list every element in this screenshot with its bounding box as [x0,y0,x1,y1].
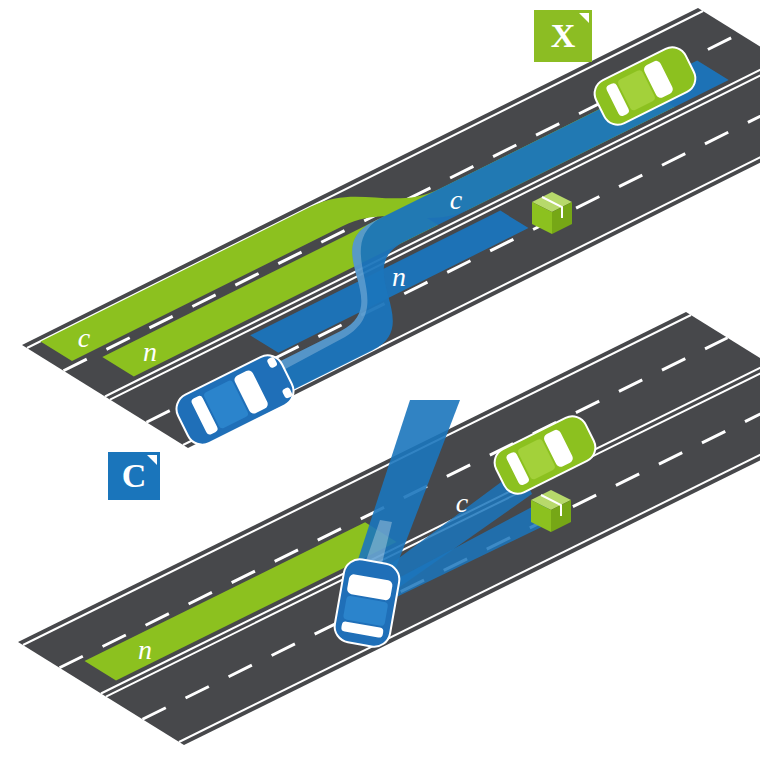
road [18,312,760,745]
blue-car [171,350,299,450]
badge-letter: C [122,459,147,493]
badge-corner [147,455,157,465]
blue-car [332,557,402,649]
lane-letter: n [143,338,157,366]
panel-badge: C [108,452,160,500]
lane-letter: n [392,263,406,291]
lane-letter: c [78,324,90,352]
package-box [532,192,572,234]
lane-markings [23,315,760,742]
lane-letter: c [456,489,468,517]
green-car [490,411,601,499]
panel-badge: X [534,10,592,62]
lane-letter: n [138,636,152,664]
badge-letter: X [551,19,576,53]
badge-corner [579,13,589,23]
lane-letter: c [450,186,462,214]
green-n-band [85,522,397,680]
green-car [590,42,701,130]
package-box [531,490,571,532]
